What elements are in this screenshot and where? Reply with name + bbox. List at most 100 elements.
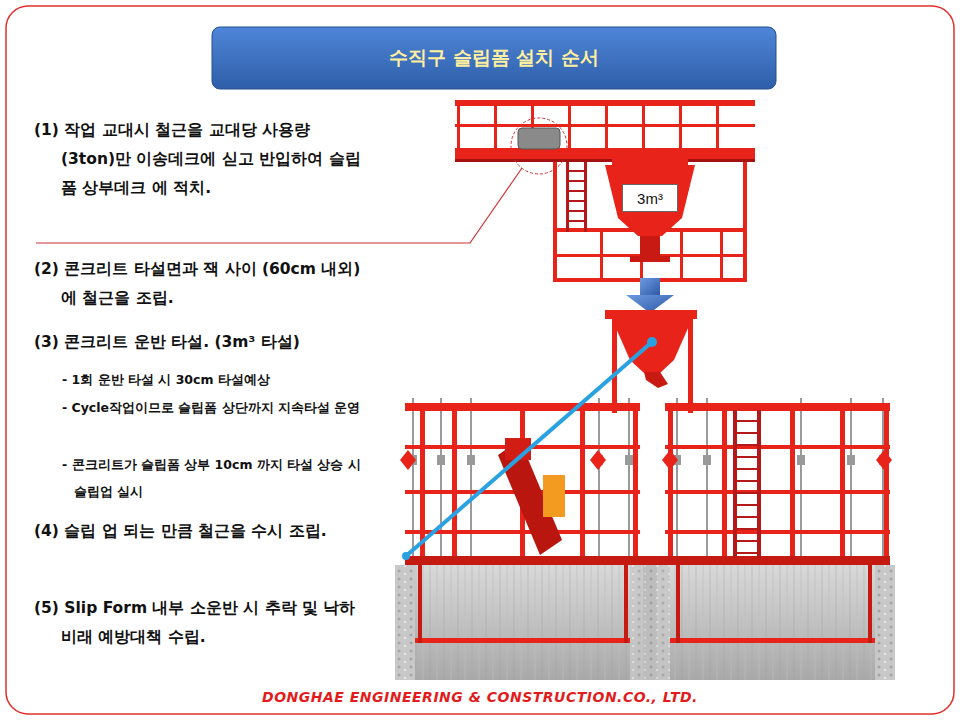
illustration-part xyxy=(624,565,628,643)
illustration-part xyxy=(662,450,678,470)
illustration-part xyxy=(665,403,890,411)
illustration-part xyxy=(457,100,460,150)
illustration-part xyxy=(553,162,557,282)
illustration-part xyxy=(437,455,445,465)
illustration-part xyxy=(735,492,759,494)
illustration-part xyxy=(716,100,719,150)
illustration-part xyxy=(212,27,776,89)
illustration-part xyxy=(680,228,683,282)
slide-border xyxy=(6,6,954,714)
illustration-part xyxy=(665,530,890,534)
illustration-part xyxy=(735,444,759,446)
illustration-part xyxy=(612,150,688,165)
illustration-part xyxy=(566,210,587,212)
illustration-part xyxy=(868,565,872,643)
illustration-part xyxy=(605,165,695,236)
illustration-part xyxy=(566,190,587,192)
illustration-part xyxy=(457,100,719,150)
illustration-part xyxy=(790,403,795,558)
illustration-part xyxy=(735,468,759,470)
pour-line xyxy=(402,337,657,560)
illustration-part xyxy=(840,403,845,558)
illustration-part xyxy=(455,159,755,162)
illustration-part xyxy=(600,228,603,282)
illustration-part xyxy=(735,420,759,554)
illustration-part xyxy=(876,450,892,470)
company-footer: DONGHAE ENGINEERING & CONSTRUCTION.CO., … xyxy=(180,689,780,705)
illustration-part xyxy=(402,552,410,560)
slip-form-frame xyxy=(400,310,892,565)
illustration-part xyxy=(455,148,755,159)
step-text: (1) 작업 교대시 철근을 교대당 사용량(3ton)만 이송데크에 싣고 반… xyxy=(34,116,361,203)
illustration-part xyxy=(720,228,723,282)
illustration-part xyxy=(518,128,560,149)
illustration-part xyxy=(665,490,890,494)
illustration-part xyxy=(735,420,759,422)
illustration-part xyxy=(735,504,759,506)
illustration-part xyxy=(797,455,805,465)
illustration-part xyxy=(735,456,759,458)
step-text: (2) 콘크리트 타설면과 잭 사이 (60cm 내외)에 철근을 조립. xyxy=(34,255,361,313)
illustration-part xyxy=(600,228,723,282)
illustration-part xyxy=(605,310,697,319)
illustration-part xyxy=(494,100,497,150)
upper-deck xyxy=(455,100,755,282)
illustration-part xyxy=(875,565,895,680)
capacity-text: 3m³ xyxy=(637,190,663,207)
illustration-part xyxy=(566,180,587,182)
illustration-part xyxy=(630,256,670,262)
illustration-part xyxy=(657,565,895,680)
illustration-part xyxy=(400,450,416,470)
concrete-shaft xyxy=(395,565,895,680)
illustration-part xyxy=(580,403,585,558)
illustration-part xyxy=(676,565,680,643)
capacity-box: 3m³ xyxy=(622,184,678,212)
step-text: (5) Slip Form 내부 소운반 시 추락 및 낙하비래 예방대책 수립… xyxy=(34,594,371,652)
sub-note: - 1회 운반 타설 시 30cm 타설예상 xyxy=(62,366,374,393)
illustration-part xyxy=(395,565,643,680)
illustration-part xyxy=(406,342,652,556)
illustration-part xyxy=(640,278,660,296)
illustration-part xyxy=(395,565,415,680)
illustration-part xyxy=(405,530,640,534)
illustration-part xyxy=(405,556,890,565)
illustration-part xyxy=(644,372,668,388)
slide-title: 수직구 슬립폼 설치 순서 xyxy=(212,27,776,89)
step-text: (3) 콘크리트 운반 타설. (3m³ 타설) xyxy=(34,328,391,357)
illustration-part xyxy=(735,540,759,542)
illustration-part xyxy=(688,318,693,413)
step-text: (4) 슬립 업 되는 만큼 철근을 수시 조립. xyxy=(34,517,361,546)
illustration-part xyxy=(884,403,889,558)
illustration-part xyxy=(735,516,759,518)
title-banner xyxy=(212,27,776,89)
illustration-part xyxy=(657,565,895,680)
illustration-part xyxy=(735,432,759,434)
illustration-part xyxy=(665,445,890,449)
illustration-part xyxy=(642,100,645,150)
illustration-part xyxy=(395,565,643,680)
illustration-part xyxy=(590,450,606,470)
illustration-part xyxy=(647,337,657,347)
illustration-part xyxy=(679,100,682,150)
illustration-part xyxy=(670,638,875,643)
illustration-part xyxy=(735,480,759,482)
illustration-part xyxy=(400,450,892,470)
illustration-part xyxy=(452,403,457,558)
sub-note: - Cycle작업이므로 슬립폼 상단까지 지속타설 운영 xyxy=(62,394,364,421)
illustration-part xyxy=(566,170,587,172)
illustration-part xyxy=(612,318,617,413)
illustration-part xyxy=(566,220,587,222)
illustration-part xyxy=(703,455,711,465)
illustration-part xyxy=(630,565,670,680)
sub-note: - 콘크리트가 슬립폼 상부 10cm 까지 타설 상승 시 슬립업 실시 xyxy=(62,451,374,505)
illustration-part xyxy=(668,403,673,558)
illustration-part xyxy=(511,118,567,174)
illustration-part xyxy=(420,403,425,558)
illustration-part xyxy=(467,455,475,465)
illustration-part xyxy=(566,170,587,222)
illustration-part xyxy=(735,552,759,554)
illustration-part xyxy=(415,638,630,643)
illustration-part xyxy=(743,162,747,282)
illustration-part xyxy=(6,6,954,714)
